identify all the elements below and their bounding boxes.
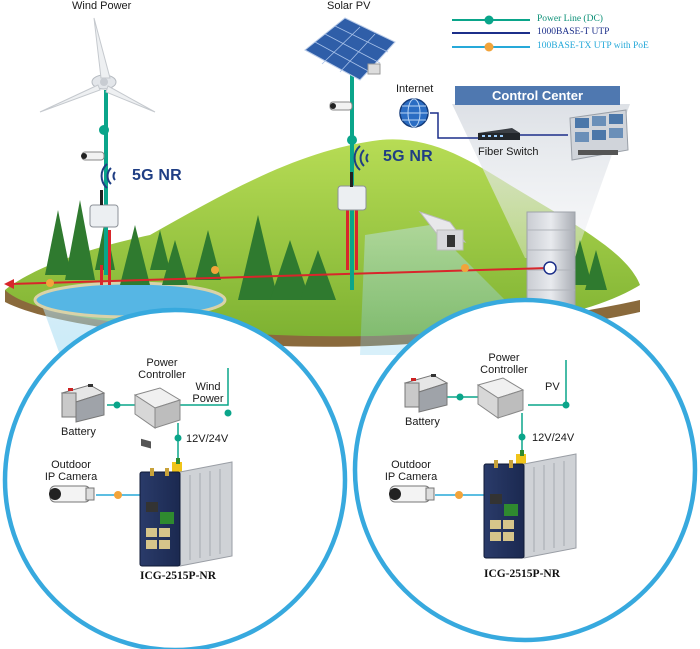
5g-nr-label-right: 5G NR — [383, 148, 433, 165]
model-label-left: ICG-2515P-NR — [140, 570, 217, 582]
legend-poe: 100BASE-TX UTP with PoE — [537, 41, 649, 51]
trees — [45, 200, 607, 300]
power-controller-icon-right — [476, 377, 525, 419]
monitor-wall-icon — [569, 109, 629, 161]
control-center-banner: Control Center — [455, 86, 620, 105]
power-controller-icon — [133, 387, 182, 449]
signal-icon-left — [100, 163, 116, 189]
pv-source-label: PV — [545, 381, 560, 393]
signal-icon-right — [353, 145, 369, 171]
globe-icon — [399, 98, 429, 128]
voltage-label-left: 12V/24V — [186, 433, 229, 445]
ip-camera-icon — [49, 485, 95, 503]
battery-icon — [60, 384, 106, 423]
wind-power-title: Wind Power — [72, 0, 132, 12]
legend-1000base: 1000BASE-T UTP — [537, 27, 610, 37]
icg-device-icon-right — [483, 450, 577, 559]
fiber-switch-label: Fiber Switch — [478, 146, 539, 158]
5g-nr-label-left: 5G NR — [132, 167, 182, 184]
solar-pole — [304, 17, 396, 290]
fiber-switch-icon — [478, 128, 520, 140]
ip-camera-icon-right — [389, 485, 435, 503]
battery-label-left: Battery — [61, 426, 96, 438]
battery-label-right: Battery — [405, 416, 440, 428]
control-building — [526, 211, 576, 311]
icg-device-icon-left — [139, 458, 233, 567]
voltage-label-right: 12V/24V — [532, 432, 575, 444]
cabinet — [418, 211, 467, 251]
battery-icon-right — [403, 374, 449, 413]
fiber-line — [9, 267, 549, 285]
legend-power-line: Power Line (DC) — [537, 14, 603, 24]
model-label-right: ICG-2515P-NR — [484, 568, 561, 580]
legend-lines — [452, 15, 530, 52]
solar-pv-title: Solar PV — [327, 0, 371, 12]
wind-turbine — [39, 17, 156, 285]
internet-label: Internet — [396, 83, 434, 95]
